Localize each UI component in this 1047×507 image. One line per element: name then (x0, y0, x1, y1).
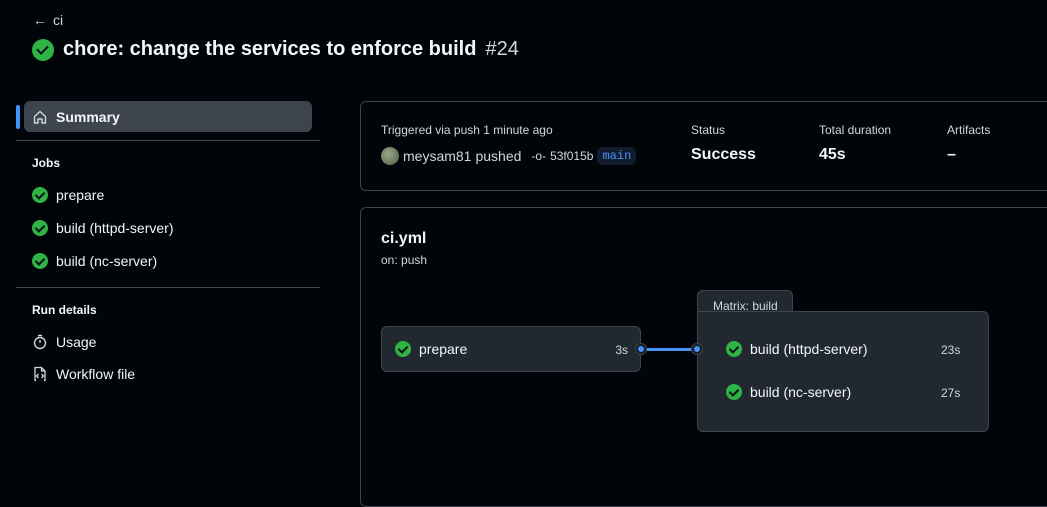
success-check-icon (395, 341, 411, 357)
divider (16, 140, 320, 141)
sidebar-item-usage[interactable]: Usage (32, 334, 96, 350)
file-code-icon (34, 366, 46, 382)
job-connector (641, 348, 698, 351)
workflow-file-name: ci.yml (381, 230, 427, 247)
sidebar-job-build-nc[interactable]: build (nc-server) (32, 253, 157, 269)
status-value: Success (691, 146, 756, 163)
back-link[interactable]: ←ci (33, 12, 64, 28)
success-check-icon (32, 187, 48, 203)
job-node-prepare[interactable]: prepare 3s (381, 326, 641, 372)
arrow-left-icon: ← (33, 12, 47, 28)
connector-dot (692, 344, 702, 354)
success-check-icon (32, 220, 48, 236)
commit-link[interactable]: 53f015b (550, 149, 594, 163)
home-icon (33, 110, 47, 124)
commit-icon: -o- (531, 149, 547, 163)
job-node-build-httpd[interactable]: build (httpd-server) (726, 341, 868, 357)
branch-badge[interactable]: main (597, 147, 637, 165)
run-details-heading: Run details (32, 303, 97, 317)
sidebar-item-workflow-file[interactable]: Workflow file (32, 366, 135, 382)
success-check-icon (726, 384, 742, 400)
divider (16, 287, 320, 288)
actor-link[interactable]: meysam81 (403, 148, 472, 164)
duration-value: 45s (819, 146, 846, 163)
success-check-icon (32, 38, 54, 61)
job-node-build-nc[interactable]: build (nc-server) (726, 384, 851, 400)
success-check-icon (32, 253, 48, 269)
avatar (381, 147, 399, 165)
run-summary-card: Triggered via push 1 minute ago meysam81… (360, 101, 1047, 191)
matrix-group: build (httpd-server) 23s build (nc-serve… (697, 311, 989, 432)
stopwatch-icon (33, 334, 47, 350)
page-title: chore: change the services to enforce bu… (32, 38, 519, 61)
sidebar-job-prepare[interactable]: prepare (32, 187, 104, 203)
workflow-graph-card: ci.yml on: push prepare 3s Matrix: build… (360, 207, 1047, 507)
connector-dot (636, 344, 646, 354)
success-check-icon (726, 341, 742, 357)
sidebar-job-build-httpd[interactable]: build (httpd-server) (32, 220, 174, 236)
jobs-heading: Jobs (32, 156, 61, 170)
sidebar-item-summary[interactable]: Summary (24, 101, 312, 132)
artifacts-value: – (947, 146, 956, 163)
active-indicator (16, 105, 20, 129)
